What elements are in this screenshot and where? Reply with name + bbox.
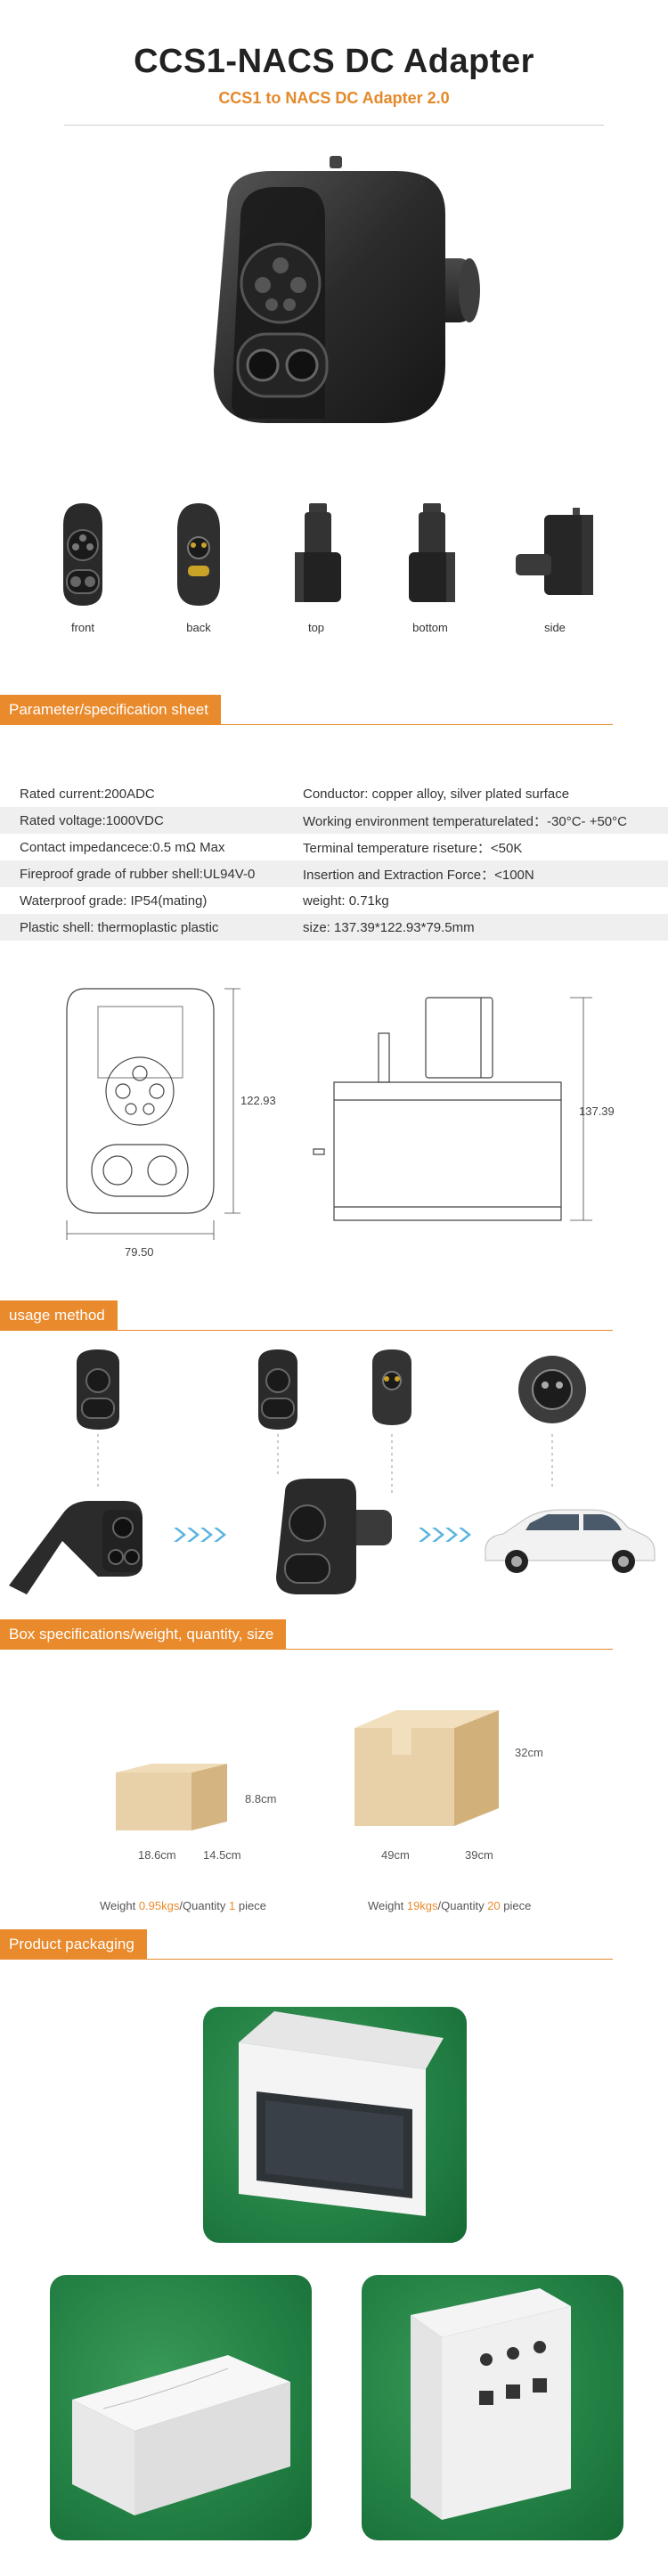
front-height-dim: 122.93 (240, 1094, 276, 1107)
spec-cell: Rated current:200ADC (20, 786, 155, 802)
weight-value: 0.95kgs (138, 1899, 180, 1912)
weight-prefix: Weight (368, 1899, 407, 1912)
box-specs: 8.8cm 18.6cm 14.5cm Weight 0.95kgs/Quant… (0, 1692, 668, 1924)
packaging-photo-open-box (203, 2007, 467, 2243)
adapter-middle-image (276, 1479, 392, 1594)
section-packaging-title: Product packaging (0, 1929, 147, 1960)
spec-cell: Plastic shell: thermoplastic plastic (20, 919, 219, 935)
spec-row: Rated current:200ADC Conductor: copper a… (0, 780, 668, 807)
front-view-icon (63, 503, 102, 606)
large-box-caption: Weight 19kgs/Quantity 20 piece (368, 1899, 531, 1912)
spec-cell: Contact impedancece:0.5 mΩ Max (20, 839, 225, 855)
spec-cell: size: 137.39*122.93*79.5mm (303, 919, 475, 935)
spec-cell: Terminal temperature riseture：<50K (303, 840, 523, 856)
view-side: side (506, 499, 604, 634)
side-outline-drawing (313, 997, 592, 1221)
bottom-view-icon (409, 503, 455, 602)
technical-drawing: 122.93 79.50 137.39 (66, 988, 615, 1259)
view-back: back (150, 499, 248, 634)
section-spec-title: Parameter/specification sheet (0, 695, 221, 725)
spec-row: Contact impedancece:0.5 mΩ Max Terminal … (0, 834, 668, 860)
ccs1-port-icon (77, 1349, 119, 1430)
chevron-right-icon (419, 1528, 471, 1542)
qty-prefix: /Quantity (179, 1899, 230, 1912)
large-box-height: 32cm (515, 1746, 543, 1759)
small-box-length: 18.6cm (138, 1848, 176, 1862)
section-divider (0, 724, 613, 725)
view-label: back (186, 621, 211, 634)
electric-car-icon (485, 1509, 656, 1573)
small-box-height: 8.8cm (245, 1792, 277, 1806)
spec-cell: Conductor: copper alloy, silver plated s… (303, 786, 570, 802)
spec-cell: Insertion and Extraction Force：<100N (303, 867, 534, 883)
view-front: front (34, 499, 132, 634)
back-view-icon (177, 503, 220, 606)
front-width-dim: 79.50 (125, 1245, 154, 1259)
page-title: CCS1-NACS DC Adapter (134, 43, 534, 80)
qty-prefix: /Quantity (437, 1899, 488, 1912)
large-box-length: 49cm (381, 1848, 410, 1862)
view-label: bottom (412, 621, 448, 634)
section-usage-header: usage method (0, 1300, 668, 1336)
section-divider (0, 1330, 613, 1331)
nacs-port-icon (518, 1356, 586, 1423)
chevron-right-icon (174, 1528, 226, 1542)
spec-row: Plastic shell: thermoplastic plastic siz… (0, 914, 668, 941)
spec-row: Rated voltage:1000VDC Working environmen… (0, 807, 668, 834)
section-spec-header: Parameter/specification sheet (0, 695, 668, 730)
section-divider (0, 1649, 613, 1650)
spec-cell: Working environment temperaturelated：-30… (303, 813, 627, 829)
section-box-title: Box specifications/weight, quantity, siz… (0, 1619, 287, 1650)
page-subtitle: CCS1 to NACS DC Adapter 2.0 (218, 89, 450, 107)
qty-suffix: piece (500, 1899, 532, 1912)
view-label: top (307, 621, 325, 634)
adapter-back-small-icon (372, 1349, 411, 1425)
qty-value: 20 (487, 1899, 501, 1912)
view-label: front (70, 621, 94, 634)
packaging-photo-box-side (362, 2275, 623, 2540)
adapter-front-small-icon (258, 1349, 297, 1430)
small-box-image (116, 1764, 227, 1830)
title-divider (64, 125, 604, 126)
side-height-dim: 137.39 (579, 1105, 615, 1118)
spec-cell: weight: 0.71kg (303, 893, 389, 909)
view-label: side (544, 621, 566, 634)
large-box-image (354, 1710, 499, 1826)
large-box-width: 39cm (465, 1848, 493, 1862)
spec-cell: Rated voltage:1000VDC (20, 812, 164, 828)
section-divider (0, 1959, 613, 1960)
spec-table: Rated current:200ADC Conductor: copper a… (0, 780, 668, 941)
front-outline-drawing (66, 988, 240, 1240)
view-bottom: bottom (381, 499, 479, 634)
ccs1-charger-gun-icon (9, 1501, 143, 1594)
qty-suffix: piece (235, 1899, 266, 1912)
view-top: top (267, 499, 365, 634)
spec-cell: Fireproof grade of rubber shell:UL94V-0 (20, 866, 256, 882)
section-usage-title: usage method (0, 1300, 118, 1331)
small-box-width: 14.5cm (203, 1848, 241, 1862)
adapter-views: front back top (0, 499, 668, 677)
weight-value: 19kgs (406, 1899, 438, 1912)
weight-prefix: Weight (100, 1899, 139, 1912)
spec-row: Fireproof grade of rubber shell:UL94V-0 … (0, 860, 668, 887)
usage-illustration (9, 1349, 656, 1594)
side-view-icon (516, 508, 593, 595)
top-view-icon (295, 503, 341, 602)
adapter-hero-image (214, 156, 480, 423)
small-box-caption: Weight 0.95kgs/Quantity 1 piece (100, 1899, 266, 1912)
packaging-photo-closed-box (50, 2275, 312, 2540)
spec-cell: Waterproof grade: IP54(mating) (20, 893, 208, 909)
section-box-header: Box specifications/weight, quantity, siz… (0, 1619, 668, 1655)
spec-row: Waterproof grade: IP54(mating) weight: 0… (0, 887, 668, 914)
qty-value: 1 (229, 1899, 236, 1912)
section-packaging-header: Product packaging (0, 1929, 668, 1965)
